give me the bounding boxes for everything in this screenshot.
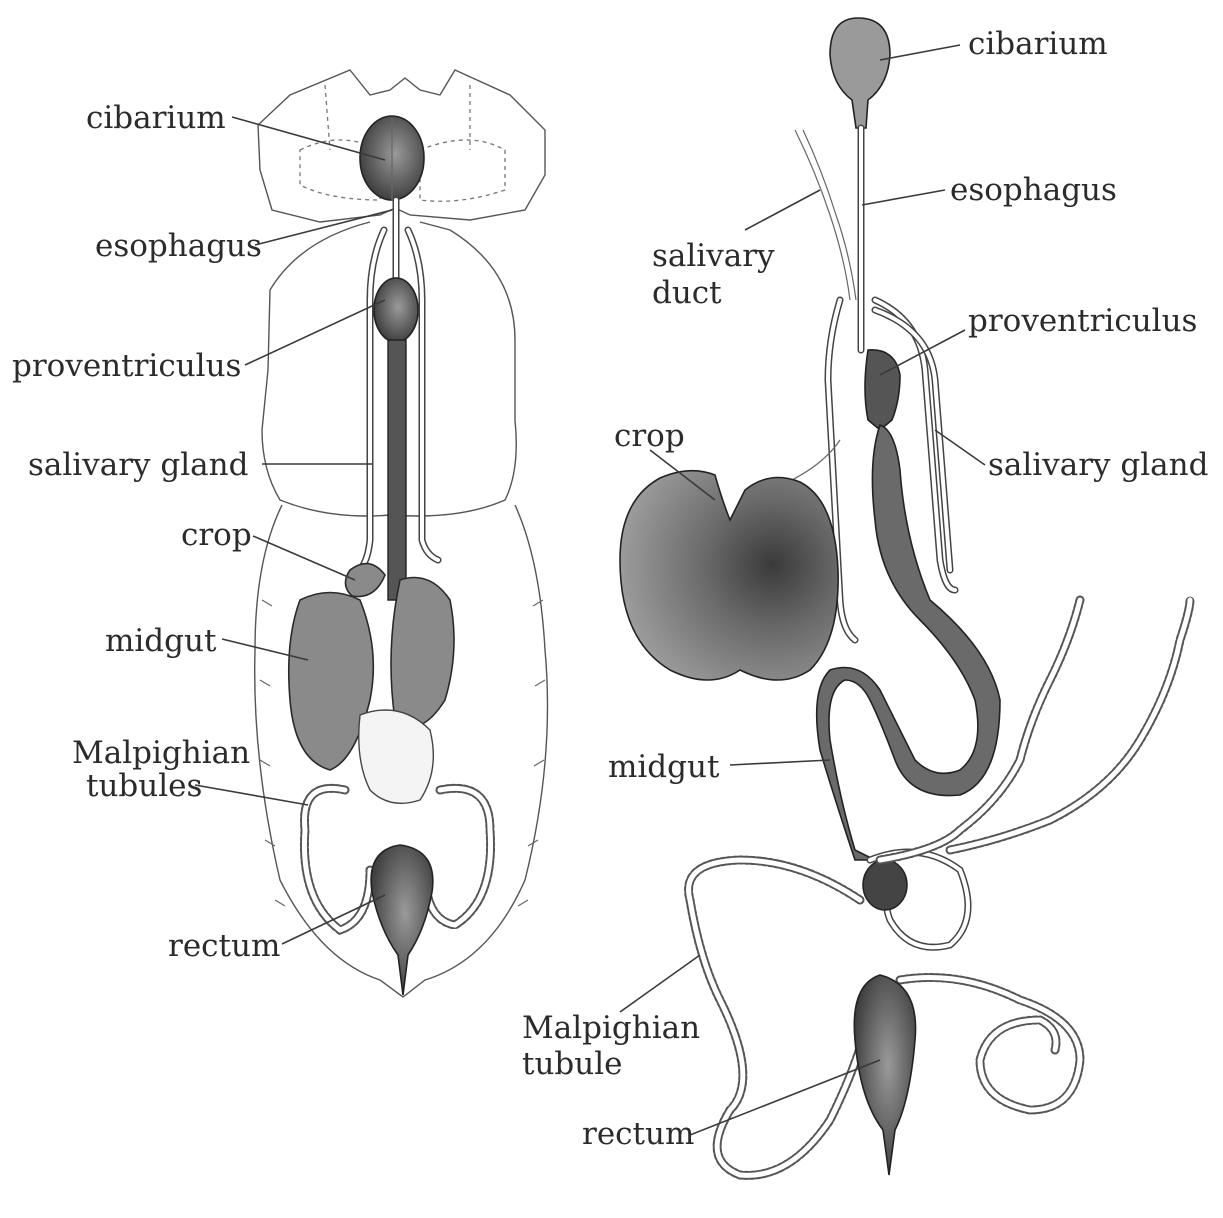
right-label-salivary-duct-1: salivary	[652, 238, 775, 274]
leader-left-malpighian	[195, 785, 308, 805]
leader-lines	[195, 45, 985, 1135]
left-label-rectum: rectum	[168, 928, 280, 964]
leader-right-salivary-duct	[745, 190, 820, 230]
leader-right-cibarium	[880, 45, 960, 60]
right-midgut-shape	[817, 425, 1000, 860]
left-insect-diagram	[255, 70, 548, 997]
leader-left-crop	[253, 536, 355, 580]
right-proventriculus-shape	[865, 350, 900, 430]
left-label-salivary-gland: salivary gland	[28, 447, 248, 483]
leader-left-rectum	[282, 895, 385, 944]
left-midgut-lobe-r	[391, 578, 454, 727]
right-label-salivary-gland: salivary gland	[988, 447, 1208, 483]
right-label-crop: crop	[614, 418, 685, 454]
left-salivary-gland-r-inner	[408, 230, 438, 560]
left-salivary-gland-l-inner	[360, 230, 384, 570]
left-label-proventriculus: proventriculus	[12, 348, 241, 384]
right-label-salivary-duct-2: duct	[652, 275, 722, 311]
right-salivary-duct-shape	[795, 130, 856, 300]
left-label-esophagus: esophagus	[95, 228, 262, 264]
left-label-midgut: midgut	[105, 623, 216, 659]
right-label-malpighian-1: Malpighian	[522, 1010, 700, 1046]
right-label-rectum: rectum	[582, 1116, 694, 1152]
leader-right-midgut	[730, 760, 830, 765]
left-abdomen-serration-r	[518, 600, 545, 906]
leader-left-cibarium	[232, 117, 385, 160]
right-label-midgut: midgut	[608, 749, 719, 785]
left-proventriculus-shape	[374, 278, 418, 342]
left-hindgut	[359, 710, 434, 803]
left-label-malpighian-2: tubules	[86, 768, 202, 804]
right-label-malpighian-2: tubule	[522, 1046, 623, 1082]
right-label-proventriculus: proventriculus	[968, 303, 1197, 339]
left-label-malpighian-1: Malpighian	[72, 735, 250, 771]
leader-right-rectum	[690, 1060, 880, 1135]
left-abdomen-serration-l	[260, 600, 285, 906]
left-label-cibarium: cibarium	[86, 100, 226, 136]
left-crop-shape	[345, 564, 385, 597]
left-label-crop: crop	[181, 517, 252, 553]
right-label-esophagus: esophagus	[950, 172, 1117, 208]
right-malpighian-tubules-inner	[689, 600, 1190, 1175]
right-malpighian-tubules	[689, 600, 1190, 1175]
right-crop-shape	[620, 471, 838, 680]
leader-left-proventriculus	[245, 300, 385, 365]
right-coil-knot	[863, 860, 907, 910]
right-label-cibarium: cibarium	[968, 26, 1108, 62]
left-midgut-stem	[388, 340, 406, 600]
leader-right-malpighian	[620, 955, 700, 1012]
right-rectum-shape	[854, 975, 915, 1175]
leader-right-esophagus	[862, 190, 945, 205]
left-rectum-shape	[371, 845, 433, 995]
right-cibarium-shape	[830, 18, 890, 128]
